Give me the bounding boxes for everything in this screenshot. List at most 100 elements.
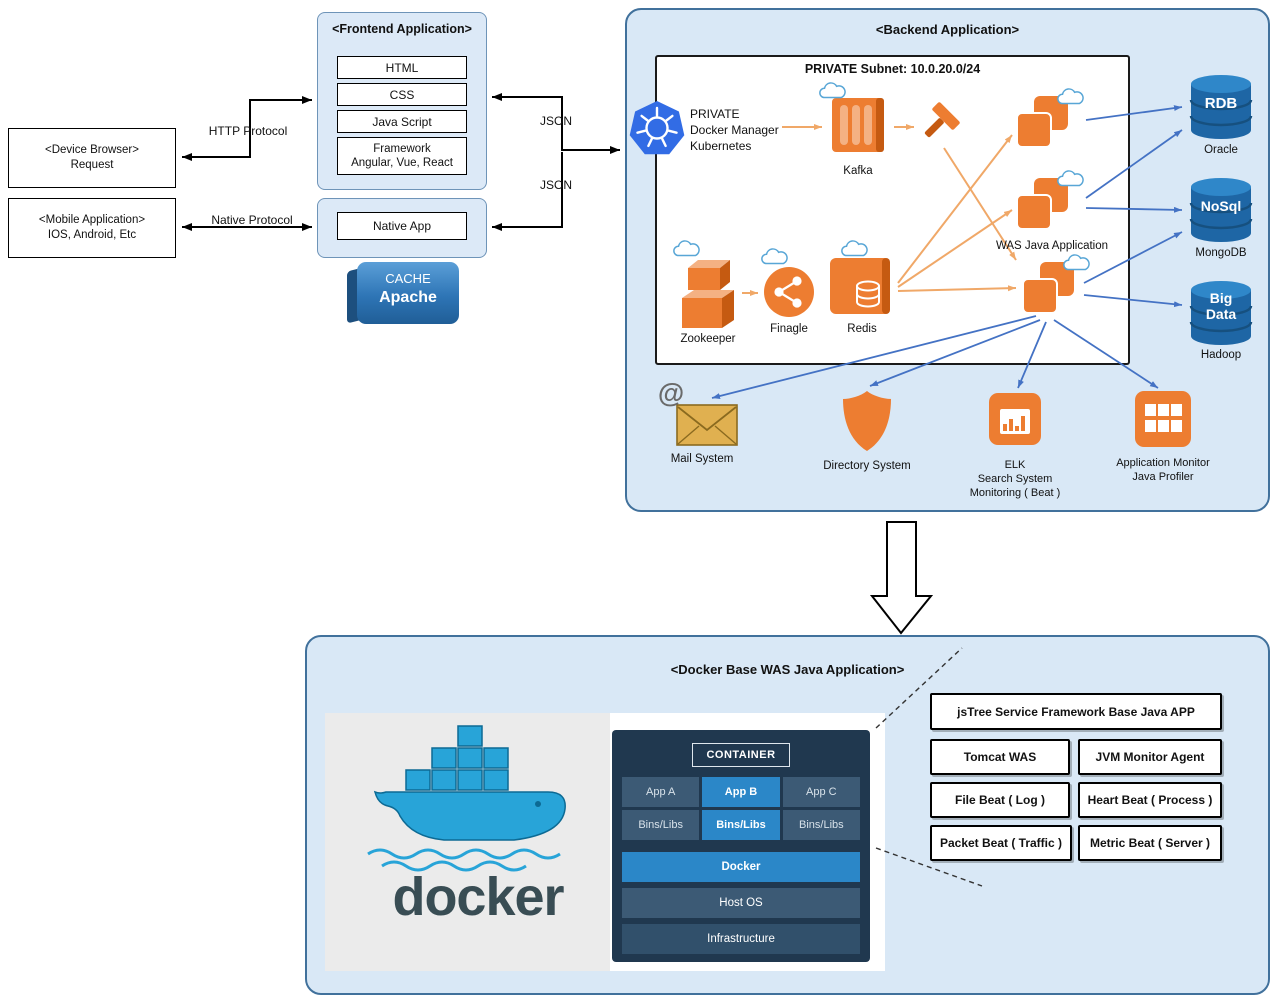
subnet-cidr: 10.0.20.0/24 (907, 62, 981, 76)
hammer-icon (924, 102, 960, 138)
app-square-icon (1016, 112, 1052, 148)
apache-cache-icon: CACHE Apache (347, 262, 459, 328)
note-jstree: jsTree Service Framework Base Java APP (930, 693, 1222, 730)
app-square-icon (1022, 278, 1058, 314)
was-cluster-1 (1016, 88, 1090, 164)
rdb-badge: RDB (1204, 95, 1238, 112)
docker-wordmark: docker (392, 867, 564, 927)
app-grid: App A App B App C Bins/Libs Bins/Libs Bi… (622, 777, 860, 840)
framework-detail: Angular, Vue, React (351, 157, 453, 169)
bigdata-badge-line2: Data (1205, 306, 1237, 322)
oracle-label: Oracle (1204, 144, 1238, 156)
nosql-badge: NoSql (1200, 198, 1242, 214)
layer-html: HTML (337, 56, 467, 79)
elk-label-3: Monitoring ( Beat ) (969, 487, 1061, 499)
http-protocol-label: HTTP Protocol (208, 124, 288, 138)
framework-title: Framework (373, 143, 431, 155)
cloud-icon (819, 82, 846, 99)
k8s-line1: PRIVATE (690, 107, 740, 121)
bins-libs-cell: Bins/Libs (622, 810, 700, 840)
container-label: CONTAINER (692, 743, 790, 767)
mobile-app-line2: IOS, Android, Etc (47, 229, 137, 241)
app-monitor-label-2: Java Profiler (1132, 471, 1194, 483)
app-monitor-icon (1135, 391, 1191, 447)
cloud-icon (761, 248, 788, 265)
apache-name: Apache (379, 289, 437, 306)
native-app-box: Native App (337, 212, 467, 240)
apache-body: CACHE Apache (357, 262, 459, 324)
layer-framework: Framework Angular, Vue, React (337, 137, 467, 175)
device-browser-line2: Request (70, 159, 114, 171)
note-jvm-monitor: JVM Monitor Agent (1078, 739, 1222, 775)
redis-label: Redis (847, 323, 877, 335)
layer-css: CSS (337, 83, 467, 106)
mail-system-label: Mail System (670, 453, 734, 465)
docker-layer-bar: Docker (622, 852, 860, 882)
directory-system-label: Directory System (823, 460, 911, 472)
bigdata-badge: Big Data (1189, 290, 1253, 322)
layer-javascript: Java Script (337, 110, 467, 133)
nosql-database-icon (1189, 178, 1253, 242)
native-protocol-label: Native Protocol (211, 213, 293, 227)
docker-whale-logo (367, 725, 566, 872)
directory-shield-icon (843, 391, 891, 451)
container-stack: CONTAINER App A App B App C Bins/Libs Bi… (612, 730, 870, 962)
apache-cache-label: CACHE (385, 271, 431, 286)
big-down-arrow (869, 521, 934, 635)
finagle-label: Finagle (770, 323, 808, 335)
frontend-title: <Frontend Application> (332, 22, 472, 36)
zookeeper-icon (682, 260, 734, 328)
mobile-app-box: <Mobile Application> IOS, Android, Etc (8, 198, 176, 258)
app-a-cell: App A (622, 777, 700, 807)
cloud-icon (673, 240, 700, 257)
mobile-app-line1: <Mobile Application> (38, 214, 146, 226)
bigdata-database-icon (1189, 281, 1253, 345)
note-heart-beat: Heart Beat ( Process ) (1078, 782, 1222, 818)
infrastructure-bar: Infrastructure (622, 924, 860, 954)
docker-section-title: <Docker Base WAS Java Application> (670, 662, 905, 677)
bins-libs-cell: Bins/Libs (702, 810, 780, 840)
device-browser-line1: <Device Browser> (45, 144, 139, 156)
mail-envelope-icon (676, 404, 738, 446)
app-monitor-label-1: Application Monitor (1116, 457, 1210, 469)
subnet-label: PRIVATE Subnet: 10.0.20.0/24 (655, 62, 1130, 76)
finagle-icon (764, 267, 814, 317)
device-browser-box: <Device Browser> Request (8, 128, 176, 188)
backend-title: <Backend Application> (875, 22, 1020, 37)
was-cluster-3 (1022, 254, 1096, 330)
hadoop-label: Hadoop (1200, 349, 1242, 361)
bigdata-badge-line1: Big (1209, 290, 1233, 306)
was-cluster-2 (1016, 170, 1090, 246)
zookeeper-label: Zookeeper (680, 333, 736, 345)
note-file-beat: File Beat ( Log ) (930, 782, 1070, 818)
bins-libs-cell: Bins/Libs (782, 810, 860, 840)
host-os-bar: Host OS (622, 888, 860, 918)
elk-label-2: Search System (977, 473, 1053, 485)
note-packet-beat: Packet Beat ( Traffic ) (930, 825, 1072, 861)
cloud-icon (1063, 254, 1090, 271)
subnet-label-bold: PRIVATE Subnet: (804, 62, 908, 76)
cloud-icon (1057, 170, 1084, 187)
at-symbol-icon: @ (657, 378, 685, 408)
app-c-cell: App C (782, 777, 860, 807)
kubernetes-caption: PRIVATE Docker Manager Kubernetes (690, 106, 800, 154)
elk-icon (989, 393, 1041, 445)
redis-icon (830, 258, 890, 314)
rdb-database-icon (1189, 75, 1253, 139)
app-square-icon (1016, 194, 1052, 230)
kafka-icon (832, 98, 884, 152)
cloud-icon (1057, 88, 1084, 105)
was-label: WAS Java Application (995, 240, 1109, 252)
json-label-top: JSON (539, 114, 572, 128)
note-tomcat-was: Tomcat WAS (930, 739, 1070, 775)
elk-label-1: ELK (1004, 459, 1026, 471)
json-label-bottom: JSON (539, 178, 572, 192)
mongodb-label: MongoDB (1195, 247, 1247, 259)
k8s-line3: Kubernetes (690, 139, 752, 153)
note-metric-beat: Metric Beat ( Server ) (1078, 825, 1222, 861)
kubernetes-icon (629, 101, 685, 155)
cloud-icon (841, 240, 868, 257)
kafka-label: Kafka (843, 165, 873, 177)
